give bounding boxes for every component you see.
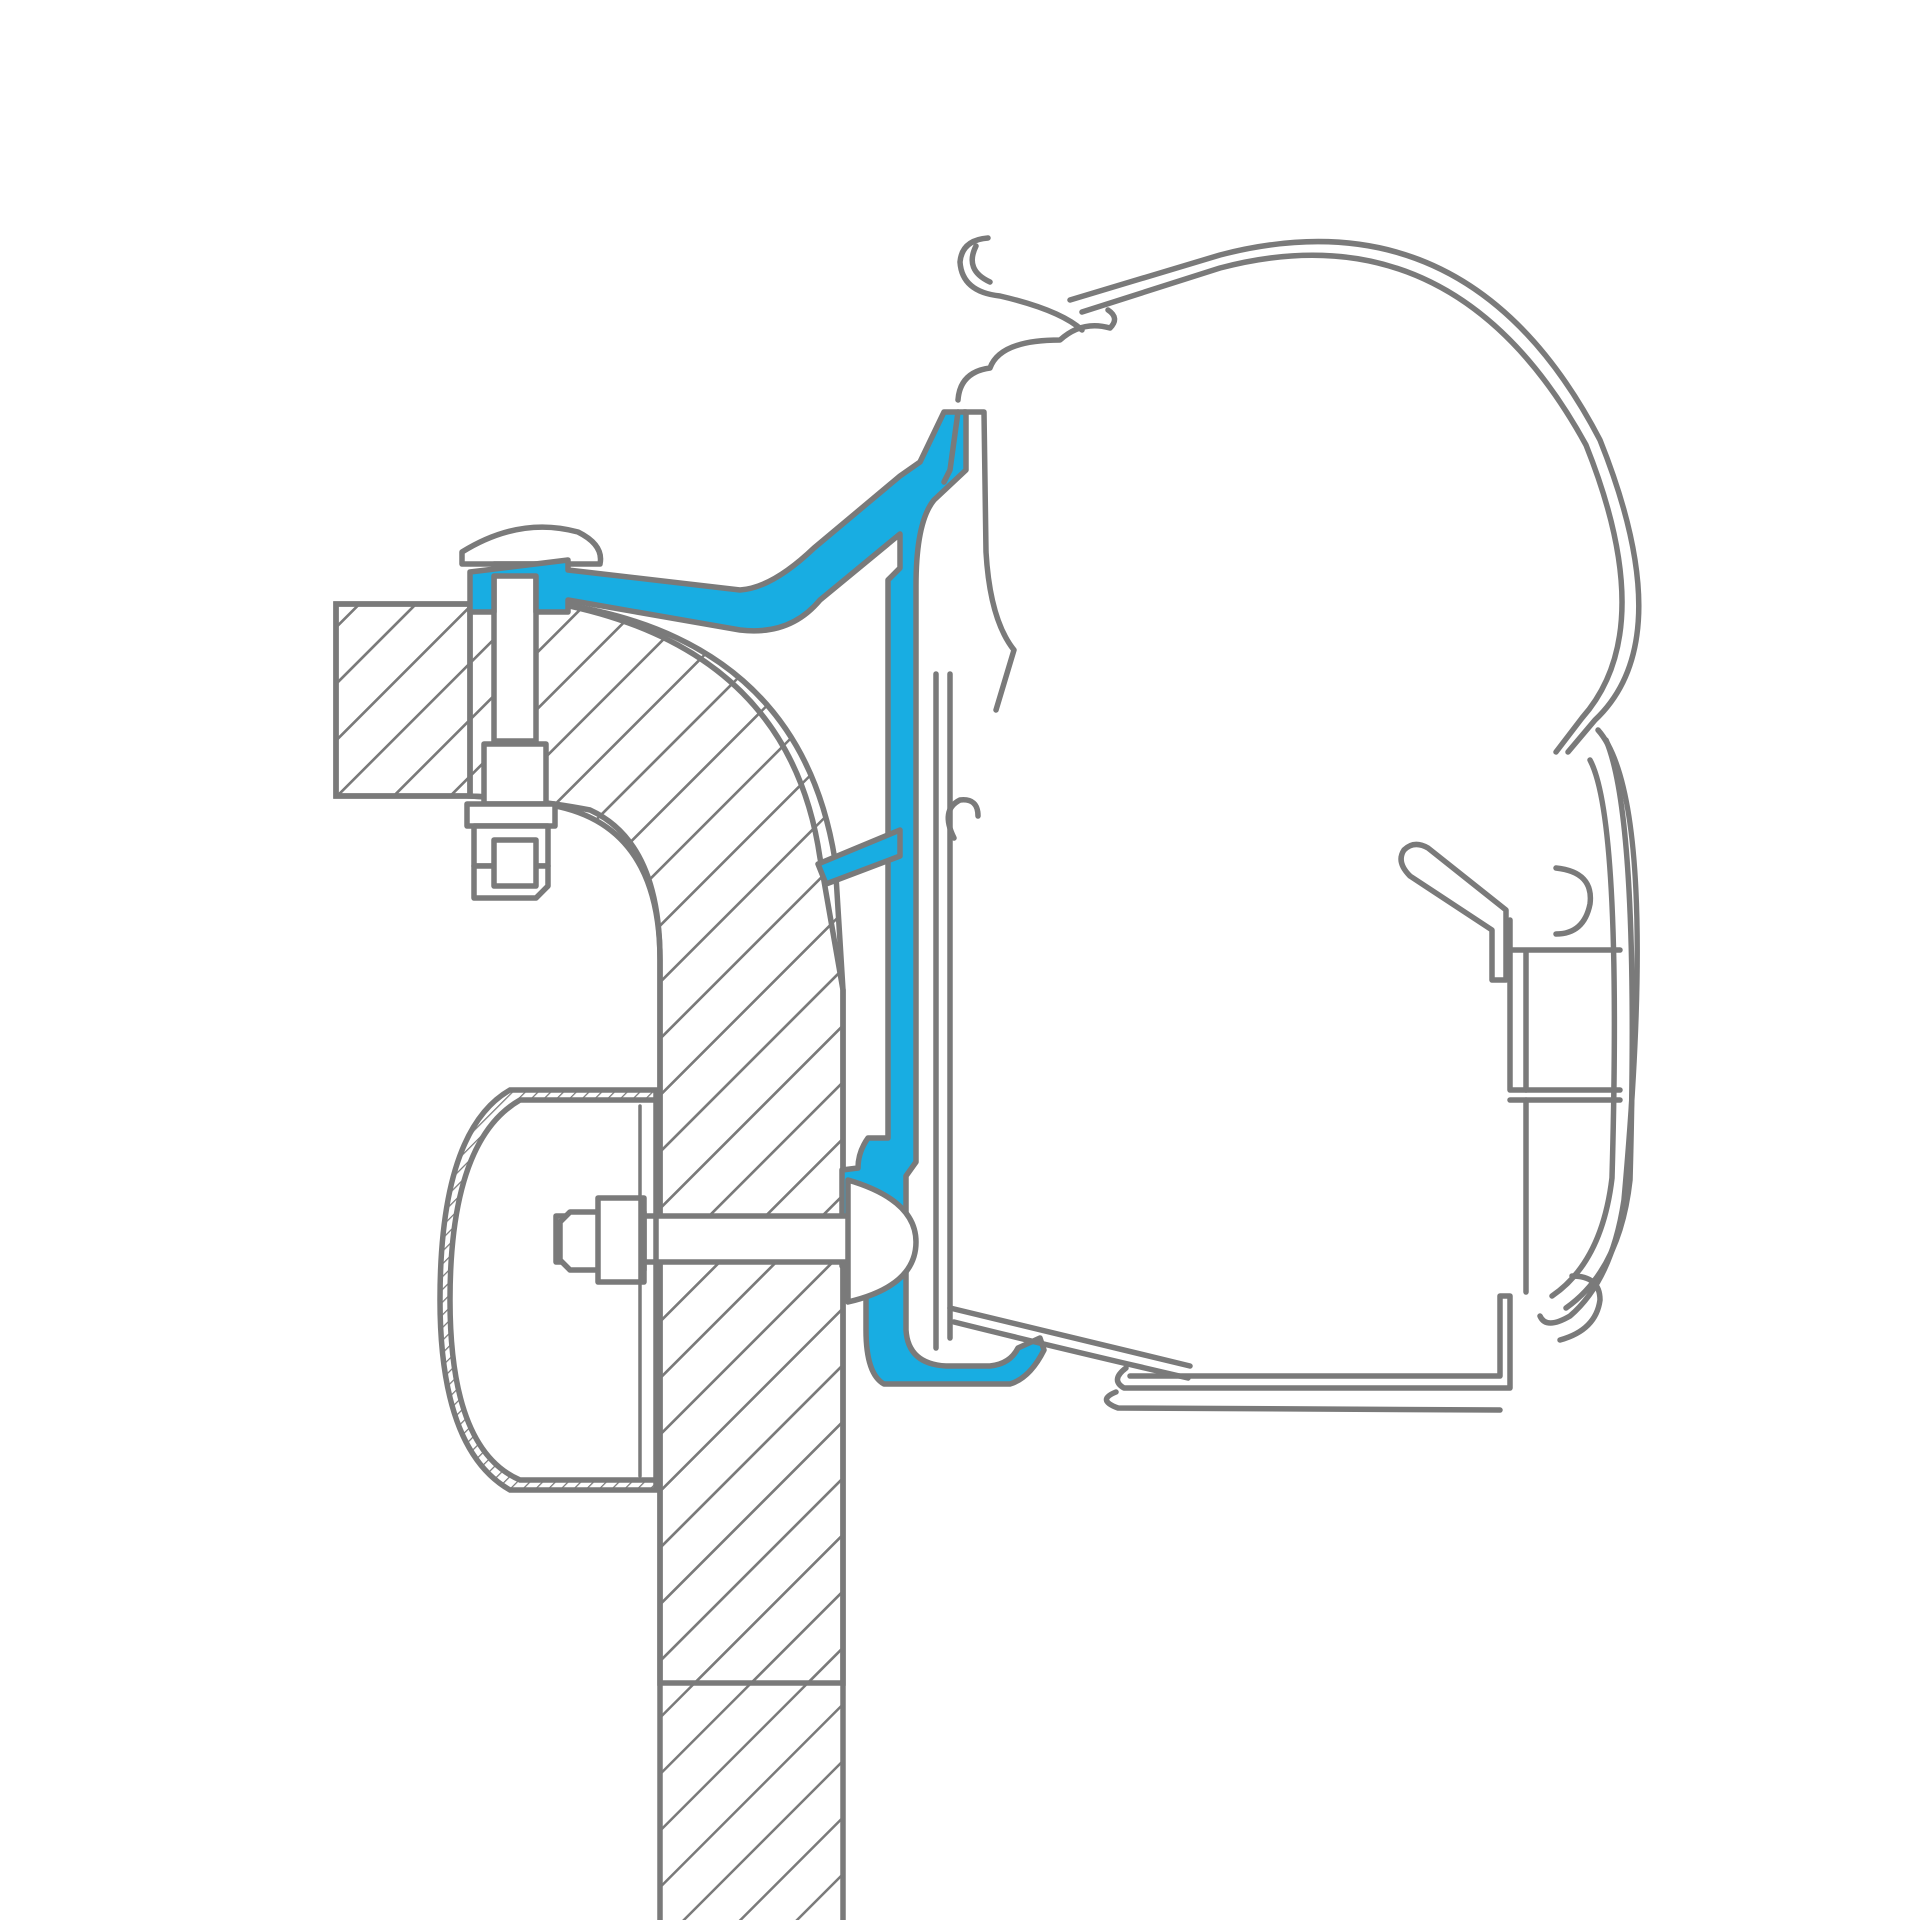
wall-bolt	[553, 1177, 919, 1305]
adapter-rail	[467, 409, 1047, 1387]
hub-cap	[437, 1087, 659, 1493]
body-wall	[333, 601, 846, 1686]
awning-cassette	[933, 235, 1642, 1413]
roof-bolt	[459, 524, 604, 901]
